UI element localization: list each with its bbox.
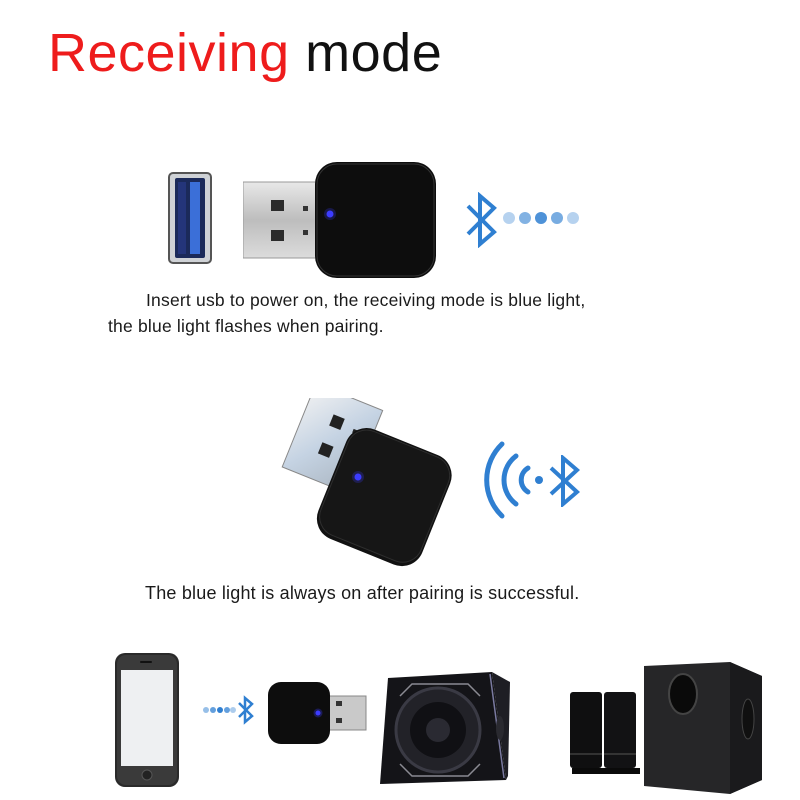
title-highlight: Receiving: [48, 23, 290, 83]
caption-paired: The blue light is always on after pairin…: [145, 583, 580, 603]
page-title: Receiving mode: [48, 26, 442, 80]
computer-speakers-icon: [562, 654, 772, 794]
usb-dongle-angled-icon: [262, 398, 462, 568]
subwoofer-speaker-icon: [372, 666, 510, 788]
signal-dots-icon-2: [202, 705, 236, 715]
bluetooth-icon-2: [548, 455, 582, 507]
usb-dongle-icon-2: [268, 682, 368, 744]
smartphone-icon: [114, 652, 180, 788]
wireless-waves-icon: [484, 438, 544, 522]
bluetooth-icon: [465, 192, 499, 248]
title-rest: mode: [305, 23, 443, 83]
caption-line-2: the blue light flashes when pairing.: [108, 316, 384, 336]
usb-port-icon: [168, 172, 212, 264]
signal-dots-icon: [502, 210, 584, 226]
usb-dongle-icon: [243, 160, 438, 280]
bluetooth-icon-3: [237, 695, 255, 725]
caption-line-1: Insert usb to power on, the receiving mo…: [146, 290, 586, 310]
